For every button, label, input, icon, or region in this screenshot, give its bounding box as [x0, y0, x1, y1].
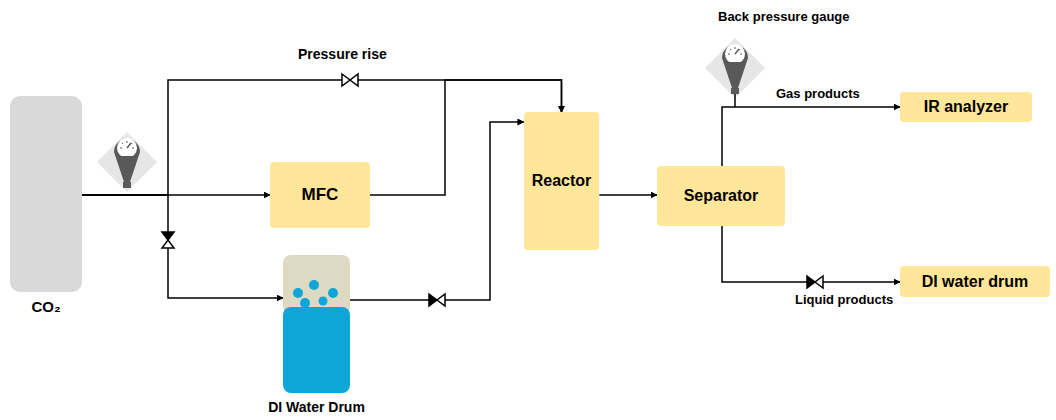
gauge-base — [729, 62, 741, 64]
gauge-ticks — [120, 141, 134, 148]
gauge-dial — [725, 44, 745, 64]
reactor-box: Reactor — [524, 112, 600, 250]
cylinder-body — [10, 96, 82, 292]
node-label: IR analyzer — [924, 98, 1008, 116]
drum-box: DI water drum — [900, 266, 1050, 297]
valve-body — [429, 294, 445, 306]
node-label: Reactor — [532, 172, 592, 190]
flow-line — [350, 122, 524, 300]
gauge-body — [722, 45, 748, 88]
node-label: DI water drum — [922, 273, 1029, 291]
process-box: MFC — [270, 162, 370, 228]
drum-water — [283, 307, 350, 393]
gauge-needle — [127, 143, 131, 148]
gauge-stem — [731, 88, 739, 94]
pressure-gauge — [97, 132, 157, 192]
gauge-needle — [735, 49, 739, 54]
node-label: DI Water Drum — [268, 399, 365, 415]
bubble — [309, 280, 319, 290]
drum-outline — [283, 255, 350, 393]
gauge-body — [114, 139, 140, 182]
bubble — [319, 297, 328, 306]
gauge-ticks — [728, 47, 742, 54]
node-label: Separator — [684, 187, 759, 205]
valve-symbol — [429, 294, 445, 306]
gauge-base — [121, 156, 133, 158]
valve-symbol — [807, 276, 823, 288]
bubble — [300, 298, 310, 308]
node-label: CO₂ — [31, 298, 60, 315]
flow-label: Gas products — [774, 86, 862, 101]
gauge-dial — [117, 138, 137, 158]
gauge-label: Back pressure gauge — [716, 9, 852, 24]
node-label: MFC — [302, 185, 339, 205]
pressure-gauge — [705, 38, 765, 98]
flow-line — [599, 194, 657, 196]
bubble — [328, 288, 338, 298]
valve-body — [342, 74, 358, 86]
valve-body — [162, 232, 174, 248]
drum-headspace — [283, 255, 350, 315]
water-drum: DI Water Drum — [283, 255, 350, 393]
gauge-stem — [123, 182, 131, 188]
flow-label: Pressure rise — [296, 46, 389, 62]
gauge-tap — [734, 94, 736, 107]
flow-line — [722, 107, 900, 166]
flow-label: Liquid products — [793, 292, 895, 307]
analyzer-box: IR analyzer — [900, 92, 1032, 122]
valve-fill — [429, 294, 437, 306]
flow-line — [722, 226, 900, 282]
valve-body — [807, 276, 823, 288]
cylinder-outline — [10, 96, 82, 292]
process-box: Separator — [657, 166, 785, 226]
flow-line — [82, 195, 283, 298]
bubble — [293, 288, 303, 298]
valve-fill — [162, 232, 174, 240]
valve-fill — [807, 276, 815, 288]
gas-cylinder: CO₂ — [10, 96, 82, 292]
valve-symbol — [162, 232, 174, 248]
valve-symbol — [342, 74, 358, 86]
gauge-shadow — [705, 38, 765, 98]
gauge-shadow — [97, 132, 157, 192]
